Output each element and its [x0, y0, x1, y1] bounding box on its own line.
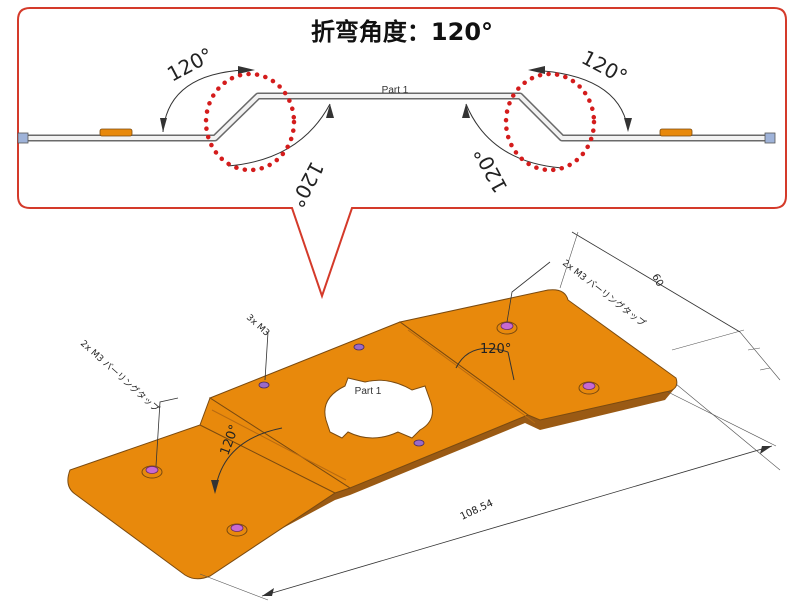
highlight-circle-left-bend: [203, 71, 297, 173]
side-profile: [17, 92, 776, 144]
burring-tap-hole: [141, 465, 163, 479]
callout-frame: [17, 7, 787, 300]
svg-text:120°: 120°: [480, 342, 511, 357]
svg-text:108.54: 108.54: [459, 498, 495, 523]
m3-hole: [353, 343, 365, 351]
burring-tap-hole: [496, 321, 518, 335]
side-part-label: Part 1: [382, 85, 409, 96]
iso-holes: [141, 321, 600, 537]
iso-part: [67, 289, 678, 580]
iso-angle-right: 120°: [455, 342, 515, 381]
dimension-width: 60: [559, 231, 745, 351]
m3-hole: [258, 381, 270, 389]
extension-lines: [675, 331, 781, 471]
svg-text:2x M3 バーリングタップ: 2x M3 バーリングタップ: [78, 337, 162, 414]
m3-hole: [413, 439, 425, 447]
highlight-circle-right-bend: [503, 71, 597, 173]
tap-stub-left: [99, 128, 133, 137]
svg-text:60: 60: [649, 272, 665, 288]
title: 折弯角度：120°: [311, 18, 493, 46]
callout-center-m3: 3x M3: [244, 313, 271, 381]
tap-stub-right: [659, 128, 693, 137]
center-cutout: [324, 377, 433, 439]
burring-tap-hole: [226, 523, 248, 537]
iso-part-label: Part 1: [355, 386, 382, 397]
burring-tap-hole: [578, 381, 600, 395]
svg-text:3x M3: 3x M3: [244, 313, 271, 339]
